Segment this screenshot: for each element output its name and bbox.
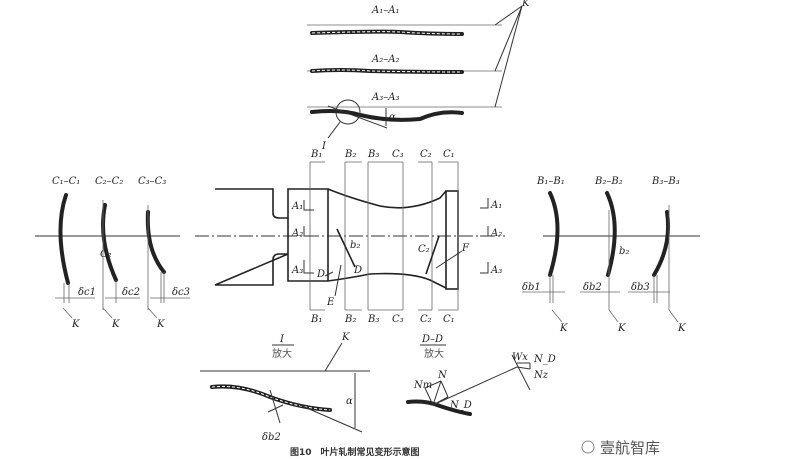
- blade-top-edge: [327, 188, 447, 209]
- label: C₁–C₁: [52, 176, 80, 187]
- label: Wx: [512, 352, 528, 363]
- label-a1-a1: A₁–A₁: [371, 5, 399, 16]
- label: K: [559, 323, 568, 334]
- label: A₂: [291, 228, 303, 239]
- label: B₂: [344, 314, 356, 325]
- k-label: K: [521, 0, 530, 9]
- label: δb1: [522, 282, 541, 293]
- right-sections-b: B₁–B₁ B₂–B₂ B₃–B₃ b₂ δb1 δb2 δb3 K K K: [522, 176, 700, 334]
- wechat-icon: [581, 440, 595, 454]
- label: K: [341, 332, 350, 343]
- f-label: F: [461, 243, 470, 254]
- label: B₃: [367, 149, 379, 160]
- label: C₃–C₃: [138, 176, 166, 187]
- label: Nz: [533, 370, 549, 381]
- label: B₂–B₂: [594, 176, 623, 187]
- detail-circle: [335, 99, 361, 125]
- label: K: [677, 323, 686, 334]
- section-a3-blade: [310, 109, 464, 122]
- blade-shroud: [445, 190, 459, 290]
- label: δc2: [122, 287, 140, 298]
- label: A₁: [291, 201, 303, 212]
- label: A₃: [291, 265, 303, 276]
- label: N_D: [533, 354, 556, 365]
- label: I: [279, 334, 285, 345]
- label: K: [111, 319, 120, 330]
- label: 放大: [272, 347, 292, 360]
- label: K: [71, 319, 80, 330]
- label: C₂: [418, 244, 430, 255]
- label: C₂: [100, 249, 112, 260]
- label: A₃: [490, 265, 502, 276]
- label: A₂: [490, 228, 502, 239]
- label: C₁: [443, 149, 455, 160]
- label: B₁: [310, 149, 322, 160]
- detail-mark-i: I: [321, 141, 327, 152]
- label: K: [617, 323, 626, 334]
- label: N: [437, 370, 448, 381]
- watermark: 壹航智库: [581, 439, 660, 457]
- label-a2-a2: A₂–A₂: [371, 54, 399, 65]
- figure-caption: 图10 叶片轧制常见变形示意图: [290, 446, 420, 458]
- label: A₁: [490, 200, 502, 211]
- label: C₂–C₂: [95, 176, 123, 187]
- label: δb2: [583, 282, 602, 293]
- label: B₂: [344, 149, 356, 160]
- label: B₃: [367, 314, 379, 325]
- label: B₁: [310, 314, 322, 325]
- section-labels-top: B₁ B₂ B₃ C₃ C₂ C₁: [310, 149, 455, 160]
- label: δb3: [631, 282, 650, 293]
- label: C₁: [443, 314, 455, 325]
- label: B₁–B₁: [536, 176, 565, 187]
- label: δc3: [172, 287, 190, 298]
- label: D: [316, 269, 325, 280]
- label: D–D: [421, 334, 443, 345]
- blade-bottom-edge: [327, 272, 447, 289]
- label: B₃–B₃: [651, 176, 680, 187]
- top-sections: A₁–A₁ A₂–A₂ A₃–A₃ α I K: [307, 0, 530, 152]
- label: b₂: [619, 246, 629, 257]
- label-a3-a3: A₃–A₃: [371, 92, 399, 103]
- detail-i-enlarged: I 放大 K α δb2: [200, 332, 370, 443]
- label: K: [156, 319, 165, 330]
- section-labels-bottom: B₁ B₂ B₃ C₃ C₂ C₁: [310, 314, 455, 325]
- main-view: B₁ B₂ B₃ C₃ C₂ C₁ B₁ B₂ B₃ C₃ C₂ C₁ A₁ A…: [195, 149, 505, 325]
- blade-root: [214, 188, 329, 286]
- label: C₂: [420, 314, 432, 325]
- label: C₃: [392, 149, 404, 160]
- label: 壹航智库: [600, 439, 660, 457]
- alpha-label: α: [389, 112, 396, 123]
- label: D: [353, 265, 362, 276]
- label: N_D: [449, 400, 472, 411]
- label: α: [346, 396, 353, 407]
- label: 放大: [424, 347, 444, 360]
- e-label: E: [326, 297, 335, 308]
- detail-d-enlarged: D–D 放大 N Nт N_D Wx N_D Nz: [406, 334, 556, 416]
- label: Nт: [413, 380, 432, 391]
- b2-label: b₂: [350, 240, 360, 251]
- label: C₃: [392, 314, 404, 325]
- label: C₂: [420, 149, 432, 160]
- label: δb2: [262, 432, 281, 443]
- label: δc1: [78, 287, 96, 298]
- left-sections-c: C₁–C₁ C₂–C₂ C₃–C₃ C₂ δc1 δc2 δc3 K K K: [35, 176, 190, 330]
